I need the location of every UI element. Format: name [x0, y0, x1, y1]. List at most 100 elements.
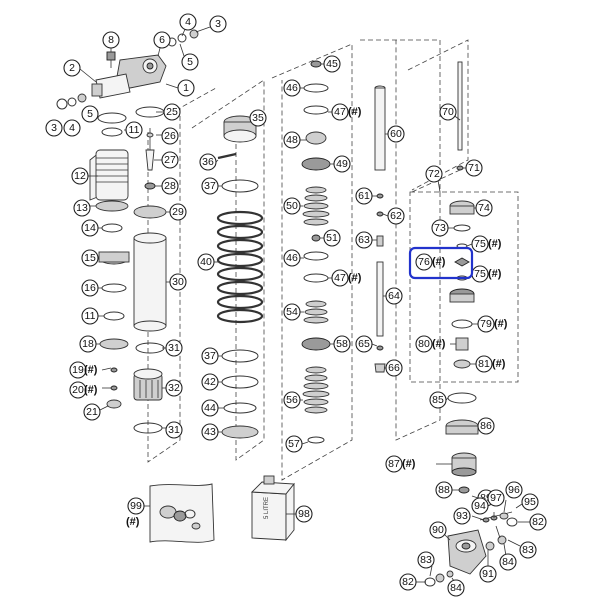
- main-spring: [216, 210, 264, 324]
- svg-text:72: 72: [428, 168, 440, 180]
- callout-8: 8: [102, 31, 120, 49]
- callouts: 1 2 3 3 4 4 5 5 6 8 11 11 12 13 14 15 16…: [45, 13, 547, 597]
- column-4-parts: [374, 85, 386, 373]
- svg-text:93: 93: [456, 510, 468, 522]
- svg-text:3: 3: [215, 18, 221, 30]
- svg-text:12: 12: [74, 170, 86, 182]
- callout-4-lower: 4: [63, 119, 81, 137]
- svg-text:94: 94: [474, 500, 486, 512]
- svg-text:63: 63: [358, 234, 370, 246]
- svg-text:4: 4: [69, 122, 75, 134]
- svg-text:82: 82: [402, 576, 414, 588]
- svg-text:5: 5: [87, 108, 93, 120]
- svg-text:4: 4: [185, 16, 191, 28]
- svg-text:27: 27: [164, 154, 176, 166]
- svg-text:32: 32: [168, 382, 180, 394]
- svg-text:76: 76: [418, 256, 430, 268]
- callout-49: 49: [333, 155, 351, 173]
- callout-31-lower: 31: [165, 421, 183, 439]
- callout-31: 31: [165, 339, 183, 357]
- callout-76: 76: [415, 253, 433, 271]
- callout-87: 87: [385, 455, 403, 473]
- svg-text:79: 79: [480, 318, 492, 330]
- svg-text:87: 87: [388, 458, 400, 470]
- svg-text:82: 82: [532, 516, 544, 528]
- svg-text:90: 90: [432, 524, 444, 536]
- callout-90: 90: [429, 521, 447, 539]
- column-5-parts: [424, 61, 518, 587]
- svg-text:50: 50: [286, 200, 298, 212]
- callout-3-lower: 3: [45, 119, 63, 137]
- callout-28: 28: [161, 177, 179, 195]
- callout-84: 84: [499, 553, 517, 571]
- callout-86: 86: [477, 417, 495, 435]
- hash-marker-79: (#): [494, 318, 508, 330]
- svg-text:42: 42: [204, 376, 216, 388]
- svg-text:66: 66: [388, 362, 400, 374]
- callout-21: 21: [83, 403, 101, 421]
- svg-text:61: 61: [358, 190, 370, 202]
- callout-1: 1: [177, 79, 195, 97]
- svg-text:35: 35: [252, 112, 264, 124]
- svg-text:29: 29: [172, 206, 184, 218]
- svg-text:64: 64: [388, 290, 400, 302]
- svg-text:73: 73: [434, 222, 446, 234]
- svg-text:6: 6: [159, 34, 165, 46]
- callout-62: 62: [387, 207, 405, 225]
- callout-93: 93: [453, 507, 471, 525]
- callout-63: 63: [355, 231, 373, 249]
- svg-text:11: 11: [85, 310, 96, 322]
- callout-5: 5: [181, 53, 199, 71]
- svg-text:19: 19: [72, 364, 84, 376]
- callout-75-lower: 75: [471, 265, 489, 283]
- svg-text:49: 49: [336, 158, 348, 170]
- svg-text:54: 54: [286, 306, 298, 318]
- svg-text:60: 60: [390, 128, 402, 140]
- hash-marker-99: (#): [126, 516, 140, 528]
- callout-26: 26: [161, 127, 179, 145]
- svg-text:75: 75: [474, 238, 486, 250]
- svg-text:46: 46: [286, 252, 298, 264]
- hash-marker-47-lower: (#): [348, 272, 362, 284]
- svg-text:84: 84: [450, 582, 462, 594]
- seal-kit-bag: [149, 483, 215, 543]
- svg-text:36: 36: [202, 156, 214, 168]
- callout-75: 75: [471, 235, 489, 253]
- callout-25: 25: [163, 103, 181, 121]
- svg-text:20: 20: [72, 384, 84, 396]
- callout-30: 30: [169, 273, 187, 291]
- hash-marker-47: (#): [348, 106, 362, 118]
- callout-32: 32: [165, 379, 183, 397]
- svg-text:28: 28: [164, 180, 176, 192]
- highlight-box: [408, 246, 474, 280]
- svg-text:47: 47: [334, 272, 346, 284]
- hash-marker-19: (#): [84, 364, 98, 376]
- callout-47-lower: 47: [331, 269, 349, 287]
- svg-text:99: 99: [130, 500, 142, 512]
- callout-27: 27: [161, 151, 179, 169]
- callout-5-lower: 5: [81, 105, 99, 123]
- svg-text:84: 84: [502, 556, 514, 568]
- svg-text:45: 45: [326, 58, 338, 70]
- callout-85: 85: [429, 391, 447, 409]
- callout-43: 43: [201, 423, 219, 441]
- shaft-60: [374, 87, 386, 171]
- svg-text:30: 30: [172, 276, 184, 288]
- hash-marker-76: (#): [432, 256, 446, 268]
- callout-37: 37: [201, 177, 219, 195]
- svg-text:26: 26: [164, 130, 176, 142]
- callout-82-lower: 82: [399, 573, 417, 591]
- callout-45: 45: [323, 55, 341, 73]
- callout-3: 3: [209, 15, 227, 33]
- svg-text:58: 58: [336, 338, 348, 350]
- column-1-parts: [56, 29, 199, 434]
- callout-18: 18: [79, 335, 97, 353]
- callout-64: 64: [385, 287, 403, 305]
- callout-80: 80: [415, 335, 433, 353]
- callout-2: 2: [63, 59, 81, 77]
- callout-82: 82: [529, 513, 547, 531]
- callout-79: 79: [477, 315, 495, 333]
- hash-marker-75: (#): [488, 238, 502, 250]
- callout-88: 88: [435, 481, 453, 499]
- callout-73: 73: [431, 219, 449, 237]
